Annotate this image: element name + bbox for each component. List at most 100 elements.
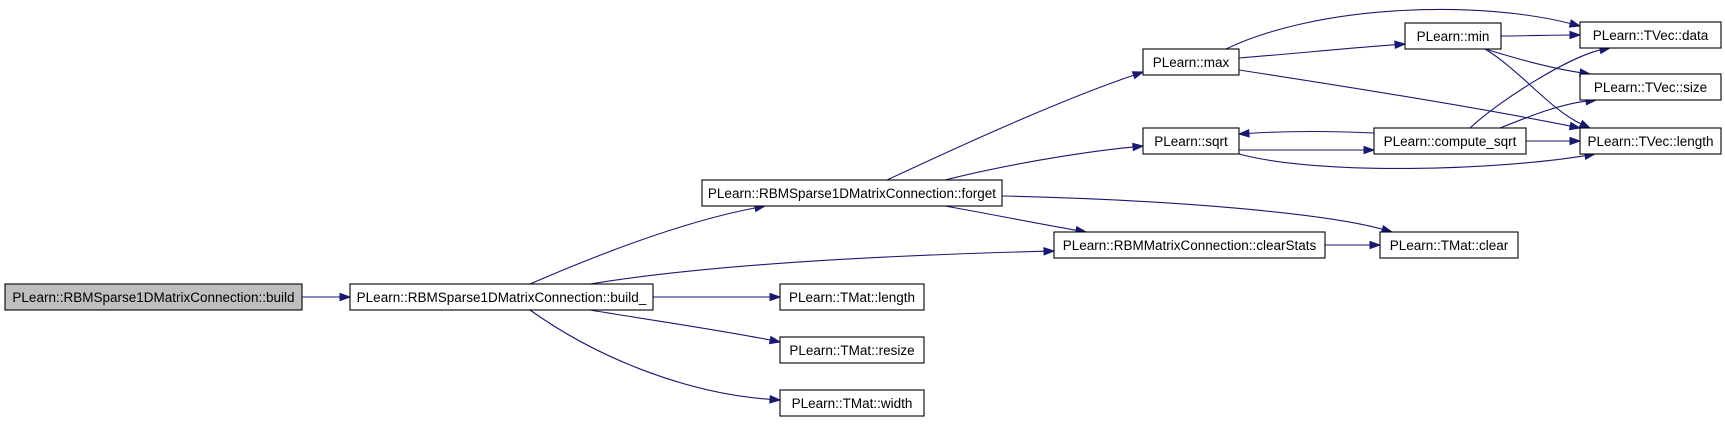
edge-line [1484,48,1583,74]
node-box [779,336,925,364]
node-label: PLearn::TMat::resize [789,343,914,358]
call-edge-sqrt-to-tvec_length [1238,151,1597,170]
node-label: PLearn::max [1153,55,1230,70]
call-edge-forget-to-sqrt [944,142,1145,181]
call-edge-forget-to-max [886,71,1145,181]
node-label: PLearn::TVec::data [1593,28,1709,43]
node-box [1579,127,1722,155]
edge-line [1238,69,1573,127]
call-edge-forget-to-clearStats [944,205,1088,235]
edge-line [589,250,1047,285]
node-label: PLearn::TVec::size [1594,80,1707,95]
call-edge-build-to-build_ [302,292,352,302]
edge-line [529,309,773,401]
node-label: PLearn::TMat::length [789,290,915,305]
arrowhead-icon [339,292,352,302]
call-edge-build_-to-clearStats [589,247,1056,285]
arrowhead-icon [769,394,782,404]
arrowhead-icon [768,335,782,345]
call-edges [302,8,1612,404]
call-edge-min-to-tvec_data [1500,30,1582,40]
edge-line [1500,34,1573,37]
node-box [349,283,654,311]
node-label: PLearn::RBMMatrixConnection::clearStats [1063,238,1317,253]
node-label: PLearn::RBMSparse1DMatrixConnection::for… [708,186,996,201]
node-box [779,283,925,311]
edge-line [1469,49,1603,129]
arrowhead-icon [1568,19,1582,28]
node-label: PLearn::RBMSparse1DMatrixConnection::bui… [357,290,647,305]
arrowhead-icon [769,292,782,302]
arrowhead-icon [1394,40,1407,50]
node-box [1379,231,1519,259]
edge-line [1225,8,1573,50]
node-label: PLearn::compute_sqrt [1384,134,1517,149]
call-edge-max-to-tvec_data [1225,8,1582,50]
arrowhead-icon [1569,30,1582,40]
node-box [1579,21,1722,49]
node-box [1142,48,1240,76]
node-tvec-data[interactable]: PLearn::TVec::data [1579,21,1722,49]
call-edge-max-to-min [1238,40,1407,59]
arrowhead-icon [1363,145,1376,155]
node-box [1142,127,1240,155]
node-label: PLearn::TMat::width [792,396,913,411]
node-box [1404,22,1502,50]
node-min[interactable]: PLearn::min [1404,22,1502,50]
node-clearStats[interactable]: PLearn::RBMMatrixConnection::clearStats [1053,231,1326,259]
edge-line [886,74,1136,181]
edge-line [1238,153,1588,170]
edge-line [1484,48,1583,126]
node-tmat-resize[interactable]: PLearn::TMat::resize [779,336,925,364]
arrowhead-icon [1237,129,1250,138]
edge-line [589,309,773,341]
call-edge-min-to-tvec_length [1484,48,1592,129]
node-tvec-size[interactable]: PLearn::TVec::size [1579,73,1722,101]
call-edge-max-to-tvec_length [1238,69,1582,131]
function-nodes: PLearn::RBMSparse1DMatrixConnection::bui… [4,21,1722,417]
call-edge-compute_sqrt-to-sqrt [1237,129,1375,138]
arrowhead-icon [1578,119,1592,129]
arrowhead-icon [1132,142,1145,152]
node-build-[interactable]: PLearn::RBMSparse1DMatrixConnection::bui… [349,283,654,311]
arrowhead-icon [1131,71,1145,80]
node-label: PLearn::sqrt [1154,134,1228,149]
edge-line [1246,131,1375,135]
call-edge-build_-to-tmat_resize [589,309,782,345]
edge-line [944,205,1079,232]
arrowhead-icon [1569,136,1582,146]
edge-line [944,146,1136,181]
arrowhead-icon [1369,240,1382,250]
call-edge-build_-to-tmat_width [529,309,782,404]
call-edge-clearStats-to-tmat_clear [1325,240,1382,250]
node-build: PLearn::RBMSparse1DMatrixConnection::bui… [4,283,303,311]
arrowhead-icon [1043,247,1056,256]
call-edge-compute_sqrt-to-tvec_length [1525,136,1582,146]
node-tmat-clear[interactable]: PLearn::TMat::clear [1379,231,1519,259]
node-tmat-length[interactable]: PLearn::TMat::length [779,283,925,311]
node-max[interactable]: PLearn::max [1142,48,1240,76]
node-sqrt[interactable]: PLearn::sqrt [1142,127,1240,155]
node-box [779,389,925,417]
call-edge-build_-to-forget [529,203,767,285]
node-box [701,179,1003,207]
node-label: PLearn::TVec::length [1587,134,1713,149]
edge-line [1499,100,1589,129]
edge-line [1001,195,1385,231]
call-edge-min-to-tvec_size [1484,48,1592,77]
node-label: PLearn::TMat::clear [1390,238,1509,253]
node-forget[interactable]: PLearn::RBMSparse1DMatrixConnection::for… [701,179,1003,207]
node-box [1579,73,1722,101]
edge-line [529,206,758,285]
node-tvec-length[interactable]: PLearn::TVec::length [1579,127,1722,155]
node-label: PLearn::min [1417,29,1490,44]
call-edge-build_-to-tmat_length [653,292,782,302]
arrowhead-icon [1568,121,1582,131]
call-edge-sqrt-to-compute_sqrt [1239,145,1376,155]
node-tmat-width[interactable]: PLearn::TMat::width [779,389,925,417]
node-box [4,283,303,311]
node-box [1373,127,1527,155]
node-compute-sqrt[interactable]: PLearn::compute_sqrt [1373,127,1527,155]
node-box [1053,231,1326,259]
